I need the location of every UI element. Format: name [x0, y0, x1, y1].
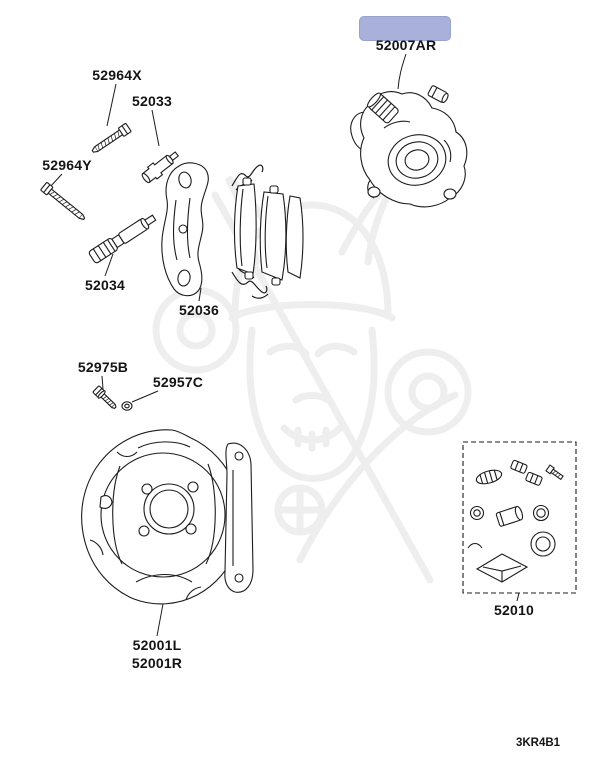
leader-lines: [49, 53, 520, 637]
diagram-code: 3KR4B1: [515, 737, 561, 749]
brake-pads-drawing: [233, 177, 304, 286]
part-label-52036[interactable]: 52036: [179, 302, 219, 318]
part-label-52007ar[interactable]: 52007AR: [375, 37, 437, 53]
part-label-52964x[interactable]: 52964X: [92, 67, 142, 83]
part-label-52957c[interactable]: 52957C: [152, 374, 204, 390]
part-label-52034[interactable]: 52034: [85, 277, 125, 293]
pin-boot-sleeve-52034-drawing: [88, 214, 157, 264]
backing-plate-52001-drawing: [81, 429, 254, 605]
part-label-52010[interactable]: 52010: [494, 602, 534, 618]
caliper-assembly-52007ar-drawing: [350, 85, 468, 208]
repair-kit-52010-drawing: [462, 441, 577, 594]
part-label-52975b[interactable]: 52975B: [77, 359, 129, 375]
lock-pin-bolt-52964y-drawing: [40, 182, 86, 221]
part-label-52001l[interactable]: 52001L: [132, 637, 182, 653]
part-label-52001r[interactable]: 52001R: [131, 655, 183, 671]
guide-pin-bolt-52964x-drawing: [91, 123, 132, 153]
bolt-52975b-drawing: [92, 385, 117, 410]
guide-sleeve-52033-drawing: [141, 151, 180, 184]
part-label-52964y[interactable]: 52964Y: [42, 157, 92, 173]
highlight-box: [359, 16, 451, 41]
caliper-bracket-52036-drawing: [161, 162, 209, 297]
washer-52957c-drawing: [121, 401, 133, 411]
part-label-52033[interactable]: 52033: [132, 93, 172, 109]
